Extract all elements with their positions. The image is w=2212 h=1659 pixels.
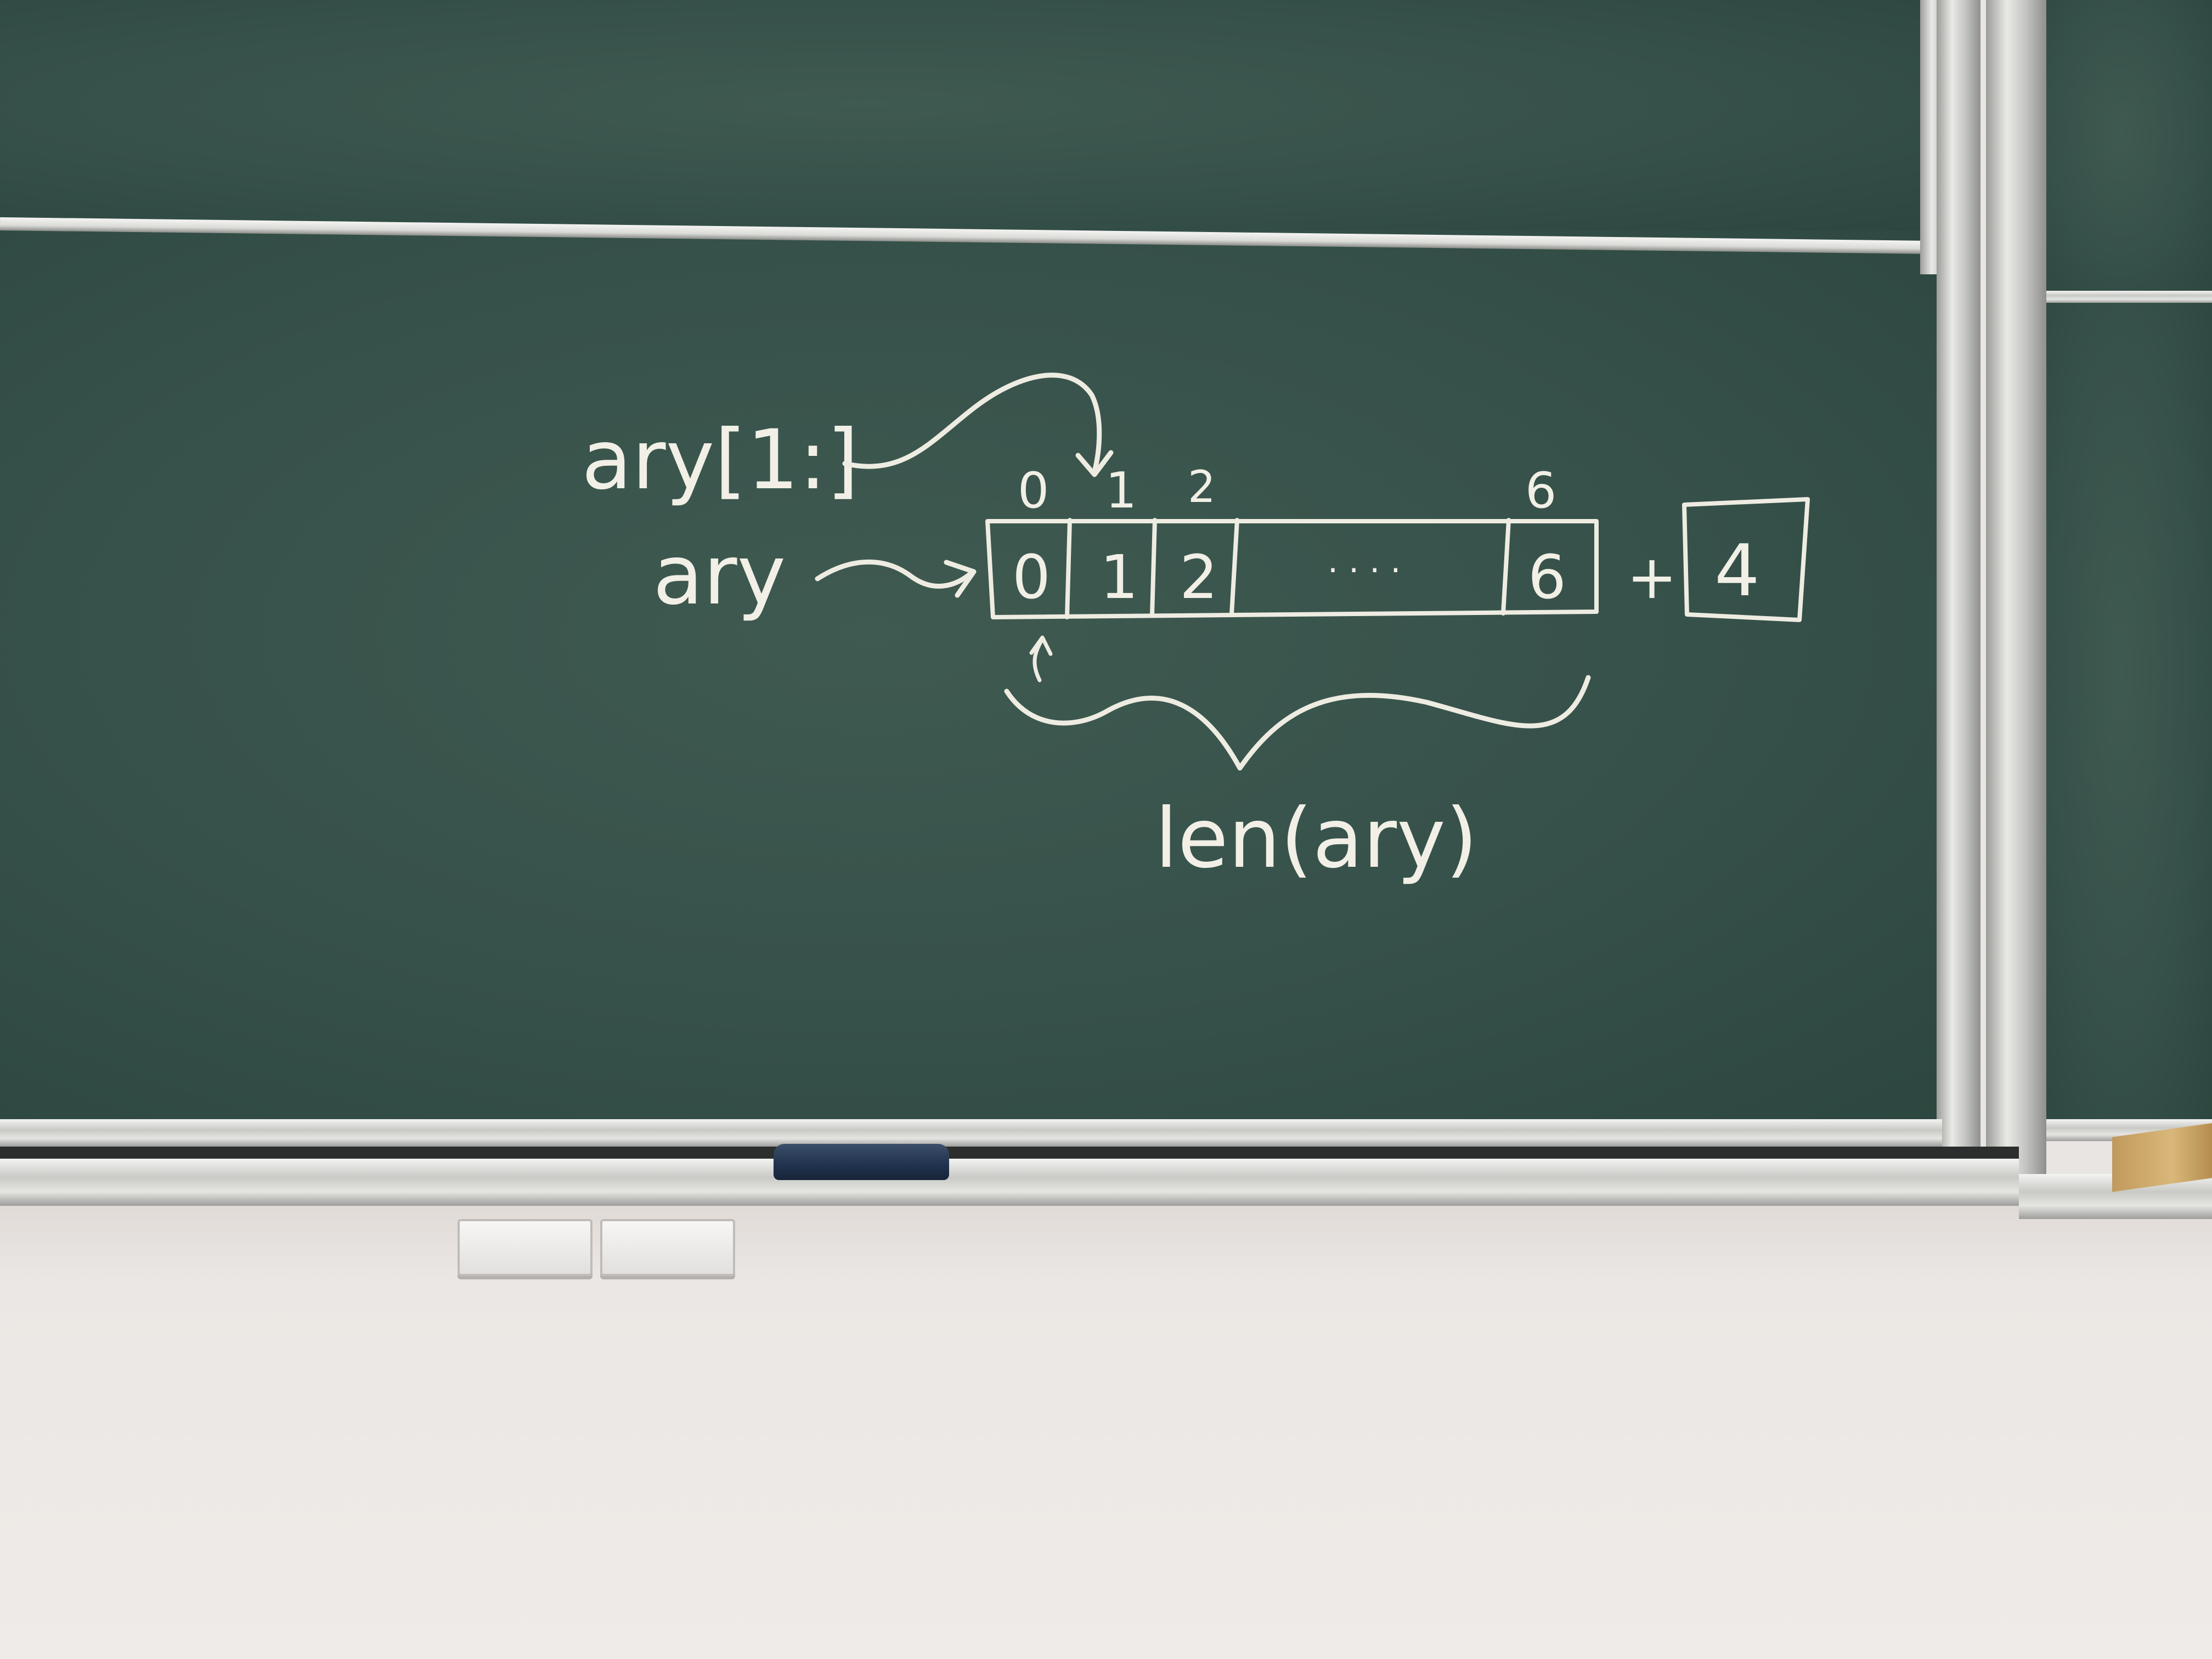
index-label-0: 0 — [1018, 462, 1049, 520]
slice-label: ary[1:] — [582, 413, 859, 508]
array-cell-divider — [1229, 518, 1239, 617]
array-ellipsis: · · · · — [1328, 551, 1401, 590]
array-cell-divider — [1501, 518, 1511, 616]
index-label-1: 1 — [1105, 462, 1137, 520]
upper-chalkboard — [0, 0, 1920, 230]
variable-arrow — [815, 559, 974, 589]
wall-switch-right[interactable] — [600, 1219, 735, 1276]
length-brace — [1004, 675, 1591, 771]
array-cell-value: 6 — [1528, 542, 1566, 612]
wall — [0, 1185, 2212, 1659]
array-cell-value: 0 — [1012, 542, 1051, 612]
chalk-tray — [0, 1159, 2019, 1206]
appended-value: 4 — [1714, 529, 1760, 612]
start-pointer-arrowhead — [1029, 635, 1053, 656]
index-label-2: 2 — [1188, 461, 1216, 512]
array-cell-divider — [1150, 518, 1157, 618]
board-frame-right — [1937, 0, 1980, 1174]
plus-sign: + — [1627, 542, 1677, 612]
board-frame-mid — [1986, 0, 2046, 1174]
chalk-tray-groove — [0, 1147, 2019, 1161]
wall-switch-left[interactable] — [458, 1219, 592, 1276]
side-board-divider-rail — [2046, 291, 2212, 303]
variable-arrowhead — [944, 560, 977, 598]
slice-arrowhead — [1075, 450, 1114, 477]
side-chalkboard-upper — [2046, 0, 2212, 296]
board-eraser[interactable] — [774, 1144, 949, 1180]
main-chalkboard — [0, 230, 1937, 1125]
variable-label: ary — [653, 528, 786, 623]
array-cell-value: 2 — [1180, 542, 1218, 612]
array-cell-divider — [1065, 518, 1072, 619]
slice-arrow — [842, 373, 1102, 475]
length-label: len(ary) — [1155, 791, 1477, 887]
side-chalkboard-main — [2046, 302, 2212, 1125]
appended-box — [1682, 497, 1810, 622]
array-box — [985, 519, 1599, 619]
board-bottom-frame — [0, 1119, 1942, 1147]
index-label-6: 6 — [1525, 462, 1556, 520]
array-cell-value: 1 — [1100, 542, 1138, 612]
